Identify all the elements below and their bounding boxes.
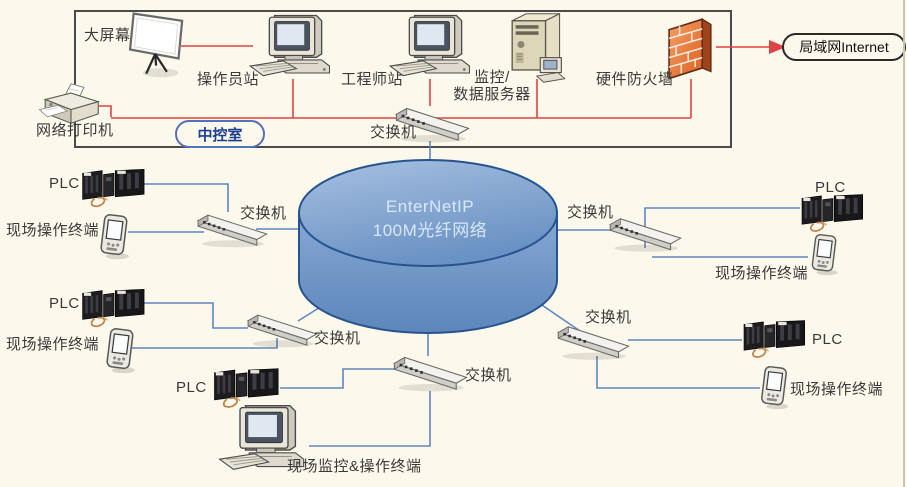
switch-label-left-middle: 交换机 (314, 330, 361, 347)
plc-label-left-middle: PLC (49, 295, 80, 312)
network-printer-label: 网络打印机 (36, 122, 114, 139)
terminal-icon-right-top (806, 234, 844, 276)
switch-icon-right-top (606, 208, 682, 254)
terminal-label-bottom: 现场监控&操作终端 (287, 458, 422, 475)
big-screen-label: 大屏幕 (84, 27, 131, 44)
internet-pill: 局域网Internet (782, 33, 906, 61)
terminal-icon-right-bottom (756, 366, 794, 410)
firewall-label: 硬件防火墙 (596, 71, 674, 88)
big-screen-icon (128, 10, 186, 80)
data-server-label: 监控/ 数据服务器 (453, 69, 531, 103)
switch-label-right-top: 交换机 (567, 204, 614, 221)
plc-icon-right-top (798, 192, 868, 232)
arrowhead-to-internet (769, 40, 786, 54)
control-room-pill: 中控室 (175, 120, 265, 148)
operator-station-icon (248, 12, 336, 80)
switch-label-left-top: 交换机 (240, 205, 287, 222)
terminal-label-right-bottom: 现场操作终端 (790, 381, 884, 398)
control-room-switch-label: 交换机 (370, 124, 417, 141)
plc-label-bottom: PLC (176, 379, 207, 396)
engineer-station-label: 工程师站 (341, 71, 404, 88)
terminal-label-right-top: 现场操作终端 (715, 265, 809, 282)
plc-label-left-top: PLC (49, 175, 80, 192)
switch-label-right-bottom: 交换机 (585, 309, 632, 326)
plc-icon-left-middle (80, 286, 148, 328)
switch-icon-bottom (390, 346, 468, 394)
plc-label-right-top: PLC (815, 179, 846, 196)
terminal-icon-left-middle (100, 328, 142, 374)
terminal-label-left-middle: 现场操作终端 (6, 336, 100, 353)
switch-label-bottom: 交换机 (465, 367, 512, 384)
operator-station-label: 操作员站 (197, 71, 260, 88)
core-network-name: EnterNetIP (386, 197, 474, 216)
plc-label-right-bottom: PLC (812, 331, 843, 348)
core-network-speed: 100M光纤网络 (373, 221, 488, 240)
control-room-box (74, 10, 732, 148)
plc-icon-left-top (80, 166, 148, 208)
terminal-label-left-top: 现场操作终端 (6, 222, 100, 239)
plc-icon-right-bottom (740, 318, 810, 358)
page-edge-divider (903, 0, 905, 487)
core-network-disk: EnterNetIP 100M光纤网络 (298, 159, 558, 334)
terminal-icon-left-top (94, 214, 136, 260)
switch-icon-left-middle (244, 304, 318, 350)
